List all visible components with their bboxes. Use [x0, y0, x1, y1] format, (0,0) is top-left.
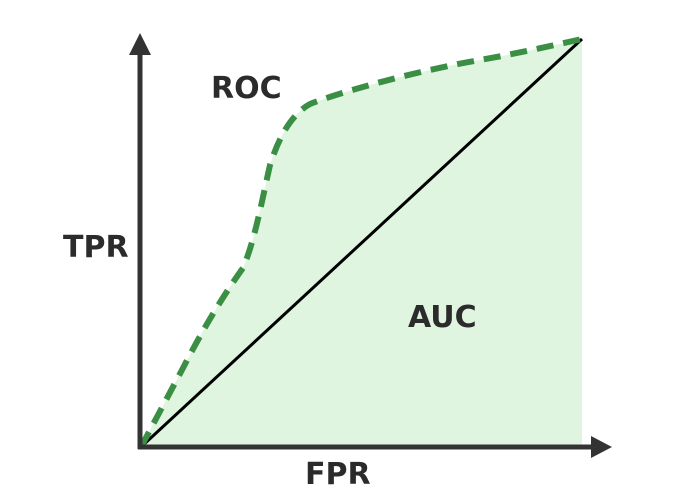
diagonal-reference-line: [139, 37, 584, 449]
fpr-axis-label: FPR: [305, 457, 371, 492]
roc-curve: [138, 36, 583, 449]
roc-label: ROC: [211, 71, 282, 106]
auc-label: AUC: [408, 300, 477, 335]
y-axis-arrowhead: [129, 33, 151, 55]
x-axis-arrowhead: [591, 436, 612, 458]
tpr-axis-label: TPR: [63, 230, 129, 265]
